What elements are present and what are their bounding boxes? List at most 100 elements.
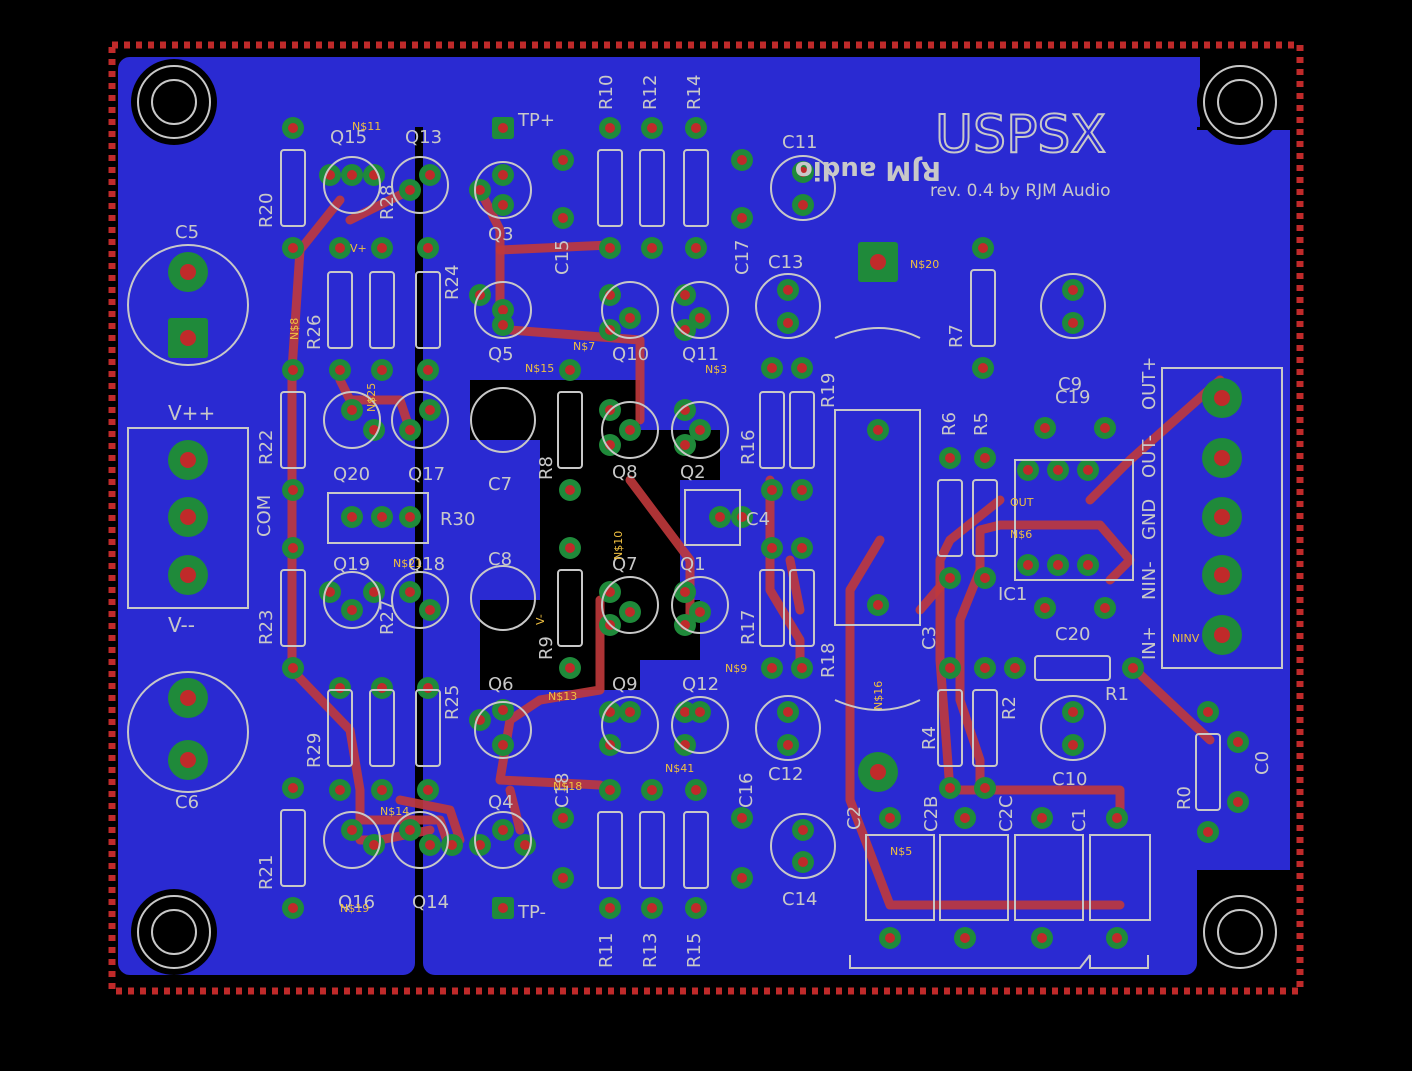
net-label: N$21 <box>393 557 422 570</box>
drill <box>1053 465 1063 475</box>
label-r15: R15 <box>684 933 705 968</box>
drill <box>180 752 196 768</box>
label-c8: C8 <box>488 549 512 570</box>
drill <box>798 857 808 867</box>
drill <box>475 185 485 195</box>
c-arc-bottom <box>834 699 921 711</box>
c2b-body <box>939 834 1009 921</box>
label-c7: C7 <box>488 474 512 495</box>
net-label: N$3 <box>705 363 727 376</box>
mount-hole <box>1217 909 1263 955</box>
drill <box>498 170 508 180</box>
drill <box>695 707 705 717</box>
board-outline <box>108 41 1304 995</box>
mount-hole-ring <box>137 65 211 139</box>
drill <box>737 873 747 883</box>
resistor-body <box>937 689 963 767</box>
net-label: V+ <box>350 242 367 255</box>
mount-hole <box>1217 79 1263 125</box>
drill <box>423 683 433 693</box>
drill <box>558 213 568 223</box>
drill <box>605 123 615 133</box>
net-label: N$41 <box>665 762 694 775</box>
drill <box>1214 450 1230 466</box>
drill <box>1214 567 1230 583</box>
label-r21: R21 <box>256 855 277 890</box>
drill <box>980 783 990 793</box>
resistor-body <box>280 809 306 887</box>
resistor-body <box>597 149 623 227</box>
drill <box>767 663 777 673</box>
net-label: N$7 <box>573 340 595 353</box>
drill <box>978 363 988 373</box>
output-label-out-minus: OUT- <box>1139 435 1160 478</box>
drill <box>625 707 635 717</box>
transistor-outline <box>391 811 449 869</box>
resistor-body <box>759 391 785 469</box>
transistor-outline <box>474 161 532 219</box>
drill <box>783 285 793 295</box>
net-label: N$25 <box>365 383 378 412</box>
drill <box>1068 318 1078 328</box>
net-label: N$18 <box>553 780 582 793</box>
drill <box>498 903 508 913</box>
net-label: N$14 <box>380 805 409 818</box>
drill <box>325 587 335 597</box>
transistor-outline <box>391 571 449 629</box>
drill <box>180 567 196 583</box>
cap-bracket-2 <box>1089 955 1149 969</box>
drill <box>1068 707 1078 717</box>
drill <box>715 512 725 522</box>
resistor-body <box>557 569 583 647</box>
drill <box>737 213 747 223</box>
label-q8: Q8 <box>612 462 638 483</box>
drill <box>625 313 635 323</box>
resistor-body <box>280 569 306 647</box>
drill <box>565 365 575 375</box>
drill <box>873 600 883 610</box>
board-subtitle-mirrored: RJM audio <box>795 155 941 185</box>
label-q20: Q20 <box>333 464 370 485</box>
drill <box>377 683 387 693</box>
label-q7: Q7 <box>612 554 638 575</box>
drill <box>1040 603 1050 613</box>
drill <box>335 683 345 693</box>
electrolytic-cap-outline <box>1040 273 1106 339</box>
drill <box>377 243 387 253</box>
drill <box>1233 737 1243 747</box>
electrolytic-cap-outline <box>1040 695 1106 761</box>
label-q14: Q14 <box>412 892 449 913</box>
net-label: N$19 <box>340 902 369 915</box>
drill <box>737 813 747 823</box>
label-r7: R7 <box>946 324 967 348</box>
label-r0: R0 <box>1174 786 1195 810</box>
drill <box>1068 740 1078 750</box>
c6-outline <box>127 671 249 793</box>
drill <box>347 825 357 835</box>
drill <box>288 783 298 793</box>
output-label-gnd: GND <box>1139 499 1160 540</box>
resistor-body <box>369 271 395 349</box>
transistor-outline <box>391 156 449 214</box>
drill <box>1203 707 1213 717</box>
transistor-outline <box>474 811 532 869</box>
label-c9: C9 <box>1058 374 1082 395</box>
resistor-body <box>327 271 353 349</box>
transistor-outline <box>671 401 729 459</box>
label-ic1: IC1 <box>998 584 1027 605</box>
label-c13: C13 <box>768 252 803 273</box>
drill <box>870 764 886 780</box>
mount-hole-bg <box>131 59 217 145</box>
drill <box>1023 560 1033 570</box>
drill <box>605 903 615 913</box>
drill <box>558 813 568 823</box>
pads <box>168 117 1249 949</box>
label-r6: R6 <box>939 412 960 436</box>
drill <box>1214 509 1230 525</box>
drill <box>1037 813 1047 823</box>
test-point-plus-label: TP+ <box>517 110 555 131</box>
r30-outline <box>327 492 429 544</box>
label-r4: R4 <box>919 726 940 750</box>
drill <box>625 425 635 435</box>
